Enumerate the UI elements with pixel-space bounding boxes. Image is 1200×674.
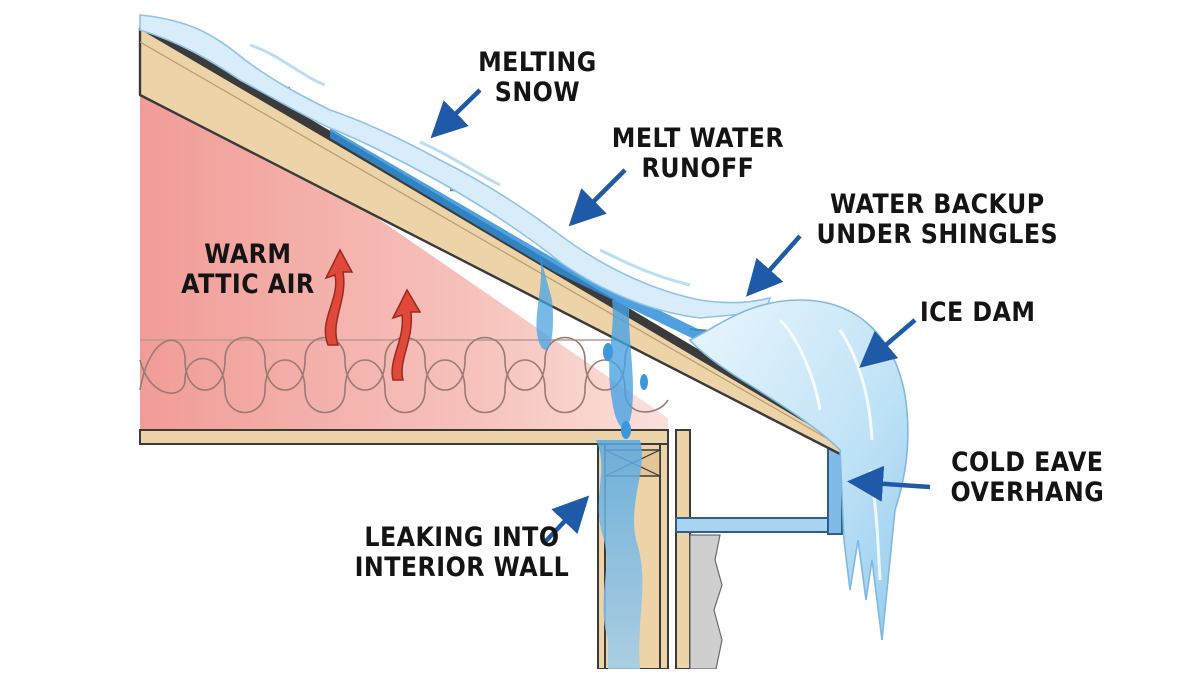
arrow-ice-dam xyxy=(859,318,917,368)
wall-water-stain xyxy=(596,440,643,669)
label-ice-dam: ICE DAM xyxy=(919,297,1036,328)
water-backup xyxy=(330,128,760,439)
warm-air-arrows xyxy=(324,248,422,381)
snow-layer xyxy=(139,14,772,319)
arrow-water-backup xyxy=(746,234,802,297)
ice-dam-shape xyxy=(688,299,909,641)
callout-arrows xyxy=(430,88,931,544)
arrow-melting-snow xyxy=(430,88,482,139)
arrow-melt-water xyxy=(568,168,627,227)
arrow-leaking-wall xyxy=(543,495,590,544)
interior-wall xyxy=(596,440,669,670)
eave-soffit xyxy=(675,447,843,535)
exterior-wall xyxy=(675,429,723,670)
ceiling-joist xyxy=(139,429,669,445)
arrow-cold-eave xyxy=(847,465,931,502)
